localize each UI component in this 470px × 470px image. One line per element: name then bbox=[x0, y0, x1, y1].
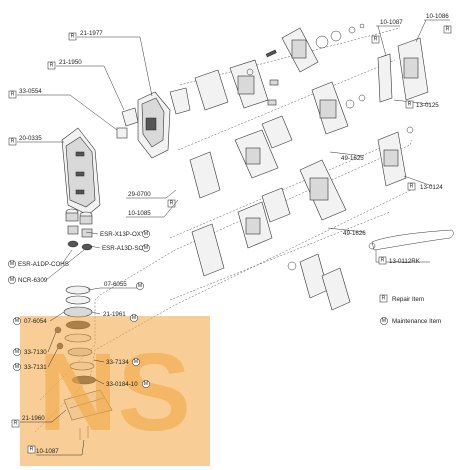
svg-text:M: M bbox=[132, 315, 136, 321]
svg-text:29-0700: 29-0700 bbox=[128, 191, 151, 198]
callout-10-1086: 10-1086 R bbox=[415, 13, 452, 43]
callout-29-0700: 29-0700 R bbox=[126, 189, 177, 208]
callout-33-0554: R 33-0554 bbox=[8, 88, 118, 131]
front-bezel-part bbox=[116, 87, 191, 159]
middle-row-parts bbox=[189, 81, 366, 199]
svg-text:10-1086: 10-1086 bbox=[426, 13, 449, 20]
callout-33-7130: M 33-7130 bbox=[13, 331, 57, 356]
svg-text:M: M bbox=[144, 231, 148, 237]
callout-esr-x13p-oxy: ESR-X13P-OXY M bbox=[85, 230, 150, 238]
callout-49-1625: 49-1625 bbox=[329, 151, 364, 162]
svg-text:10-1087: 10-1087 bbox=[380, 19, 403, 26]
callout-21-1950: R 21-1950 bbox=[47, 59, 125, 111]
callout-20-0335: R 20-0335 bbox=[8, 135, 64, 146]
callout-ncr-6309: M NCR-6309 bbox=[8, 249, 85, 284]
legend: R Repair Item M Maintenance Item bbox=[379, 294, 441, 325]
callout-labels: R 21-1977 R 21-1950 R 33-0554 R 20-0335 bbox=[8, 13, 452, 456]
svg-text:49-1626: 49-1626 bbox=[343, 230, 366, 237]
callout-esr-a13d-so2: ESR-A13D-SO2 M bbox=[89, 244, 150, 252]
right-side-parts bbox=[377, 37, 429, 187]
main-housing-part bbox=[61, 127, 101, 216]
callout-10-1087-top: 10-1087 R bbox=[371, 19, 403, 57]
legend-maintenance-item: M Maintenance Item bbox=[380, 317, 441, 325]
svg-text:NCR-6309: NCR-6309 bbox=[18, 277, 48, 284]
svg-text:21-1977: 21-1977 bbox=[80, 30, 103, 37]
svg-text:R: R bbox=[11, 92, 15, 98]
svg-text:M: M bbox=[10, 261, 14, 267]
svg-text:ESR-A13D-SO2: ESR-A13D-SO2 bbox=[102, 245, 147, 252]
svg-text:13-0112RK: 13-0112RK bbox=[389, 258, 421, 265]
callout-13-0124: 13-0124 R bbox=[403, 175, 443, 191]
callout-33-7134: 33-7134 M bbox=[93, 358, 140, 366]
svg-text:07-6054: 07-6054 bbox=[24, 318, 47, 325]
svg-text:R: R bbox=[71, 34, 75, 40]
top-row-parts bbox=[194, 23, 365, 111]
callout-21-1960: R 21-1960 bbox=[11, 409, 67, 428]
svg-text:Repair Item: Repair Item bbox=[392, 296, 424, 303]
callout-13-0112rk: R 13-0112RK bbox=[375, 250, 430, 265]
svg-text:33-0554: 33-0554 bbox=[19, 88, 42, 95]
sensor-cluster bbox=[65, 208, 93, 251]
callout-33-0184-10: 33-0184-10 M bbox=[95, 379, 150, 388]
svg-text:49-1625: 49-1625 bbox=[341, 155, 364, 162]
svg-text:21-1960: 21-1960 bbox=[22, 415, 45, 422]
svg-text:21-1950: 21-1950 bbox=[59, 59, 82, 66]
svg-text:07-6055: 07-6055 bbox=[104, 281, 127, 288]
svg-text:R: R bbox=[11, 139, 15, 145]
svg-text:ESR-X13P-OXY: ESR-X13P-OXY bbox=[100, 231, 145, 238]
svg-text:M: M bbox=[144, 381, 148, 387]
svg-text:33-7130: 33-7130 bbox=[24, 349, 47, 356]
callout-33-7131: M 33-7131 bbox=[13, 347, 59, 371]
callout-49-1626: 49-1626 bbox=[327, 227, 366, 237]
svg-text:R: R bbox=[30, 447, 34, 453]
svg-text:20-0335: 20-0335 bbox=[19, 135, 42, 142]
svg-text:21-1961: 21-1961 bbox=[103, 311, 126, 318]
svg-text:R: R bbox=[381, 258, 385, 264]
svg-text:M: M bbox=[15, 349, 19, 355]
callout-10-1085: 10-1085 bbox=[126, 199, 179, 218]
svg-text:Maintenance Item: Maintenance Item bbox=[392, 318, 441, 325]
lower-row-parts bbox=[191, 159, 351, 311]
svg-text:R: R bbox=[408, 102, 412, 108]
svg-text:33-7131: 33-7131 bbox=[24, 364, 47, 371]
callout-21-1977: R 21-1977 bbox=[68, 30, 153, 97]
svg-text:M: M bbox=[138, 283, 142, 289]
svg-text:33-0184-10: 33-0184-10 bbox=[106, 381, 138, 388]
lanyard-part bbox=[368, 229, 454, 251]
callout-21-1961: 21-1961 M bbox=[91, 311, 138, 322]
svg-text:13-0124: 13-0124 bbox=[420, 184, 443, 191]
svg-text:10-1085: 10-1085 bbox=[128, 210, 151, 217]
svg-text:ESR-A1DP-COHS: ESR-A1DP-COHS bbox=[18, 261, 69, 268]
callout-07-6054: M 07-6054 bbox=[13, 311, 65, 325]
callout-10-1087-bottom: R 10-1087 bbox=[27, 439, 85, 456]
svg-text:R: R bbox=[374, 37, 378, 43]
svg-text:M: M bbox=[144, 245, 148, 251]
svg-text:R: R bbox=[170, 201, 174, 207]
svg-text:33-7134: 33-7134 bbox=[106, 359, 129, 366]
svg-text:R: R bbox=[14, 421, 18, 427]
svg-text:R: R bbox=[50, 63, 54, 69]
legend-repair-item: R Repair Item bbox=[379, 294, 424, 303]
svg-text:13-0125: 13-0125 bbox=[416, 102, 439, 109]
svg-text:M: M bbox=[134, 359, 138, 365]
svg-text:M: M bbox=[10, 277, 14, 283]
watermark-logo: NS bbox=[20, 316, 210, 466]
callout-07-6055: 07-6055 M bbox=[87, 281, 144, 291]
svg-text:R: R bbox=[446, 27, 450, 33]
svg-text:10-1087: 10-1087 bbox=[36, 448, 59, 455]
svg-text:M: M bbox=[15, 318, 19, 324]
callout-13-0125: 13-0125 R bbox=[393, 99, 439, 109]
callout-esr-a1dp-cohs: M ESR-A1DP-COHS bbox=[8, 249, 73, 268]
watermark-text: NS bbox=[38, 331, 191, 454]
svg-text:R: R bbox=[410, 184, 414, 190]
svg-text:R: R bbox=[382, 296, 386, 302]
svg-text:M: M bbox=[382, 318, 386, 324]
svg-text:M: M bbox=[15, 364, 19, 370]
